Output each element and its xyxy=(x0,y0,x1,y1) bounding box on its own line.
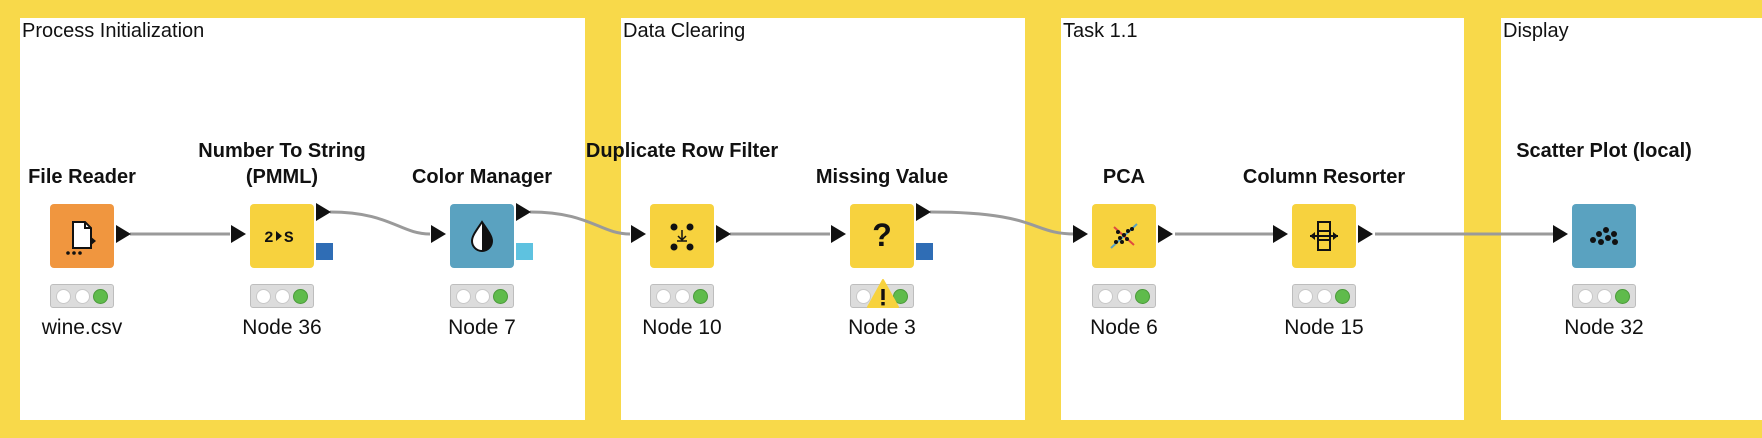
status-light-yellow xyxy=(474,288,490,304)
status-light-red xyxy=(1098,288,1114,304)
output-port[interactable] xyxy=(516,203,531,221)
output-port[interactable] xyxy=(916,203,931,221)
node-label[interactable]: Node 10 xyxy=(642,316,722,339)
output-port[interactable] xyxy=(1358,225,1373,243)
traffic-light-status xyxy=(450,284,514,308)
status-light-green xyxy=(692,288,708,304)
input-port[interactable] xyxy=(231,225,246,243)
input-port[interactable] xyxy=(1073,225,1088,243)
node-label[interactable]: Node 6 xyxy=(1090,316,1158,339)
node-name: Number To String (PMML) xyxy=(198,140,366,188)
connection-missing-value-to-pca[interactable] xyxy=(929,210,1076,236)
output-port[interactable] xyxy=(116,225,131,243)
node-label[interactable]: Node 15 xyxy=(1284,316,1364,339)
status-light-red xyxy=(856,288,872,304)
input-port[interactable] xyxy=(831,225,846,243)
status-light-red xyxy=(456,288,472,304)
annotation-title: Task 1.1 xyxy=(1063,20,1138,42)
output-port[interactable] xyxy=(316,203,331,221)
connection-color-manager-to-duplicate-row-filter[interactable] xyxy=(529,210,631,236)
annotation-title: Display xyxy=(1503,20,1569,42)
status-light-yellow xyxy=(1316,288,1332,304)
node-label[interactable]: Node 36 xyxy=(242,316,322,339)
duplicate-row-filter-icon[interactable] xyxy=(650,204,714,268)
status-light-yellow xyxy=(1116,288,1132,304)
traffic-light-status xyxy=(650,284,714,308)
status-light-red xyxy=(56,288,72,304)
traffic-light-status xyxy=(50,284,114,308)
status-light-green xyxy=(92,288,108,304)
pca-icon[interactable] xyxy=(1092,204,1156,268)
status-light-yellow xyxy=(74,288,90,304)
node-name: PCA xyxy=(1102,166,1146,188)
input-port[interactable] xyxy=(431,225,446,243)
annotation-title: Process Initialization xyxy=(22,20,205,42)
node-label[interactable]: Node 3 xyxy=(848,316,916,339)
status-light-green xyxy=(1134,288,1150,304)
status-light-red xyxy=(1298,288,1314,304)
status-light-yellow xyxy=(674,288,690,304)
node-label[interactable]: Node 7 xyxy=(448,316,516,339)
node-name: Duplicate Row Filter xyxy=(585,140,779,162)
node-name: File Reader xyxy=(28,166,136,188)
svg-text:2: 2 xyxy=(264,229,274,247)
status-light-green xyxy=(1614,288,1630,304)
svg-text:S: S xyxy=(284,229,294,247)
connection-number-to-string-to-color-manager[interactable] xyxy=(329,210,431,236)
status-light-green xyxy=(492,288,508,304)
status-light-red xyxy=(256,288,272,304)
output-port[interactable] xyxy=(1158,225,1173,243)
traffic-light-status xyxy=(1292,284,1356,308)
output-port[interactable] xyxy=(716,225,731,243)
node-name: Column Resorter xyxy=(1242,166,1406,188)
file-reader-icon[interactable] xyxy=(50,204,114,268)
node-name: Color Manager xyxy=(411,166,553,188)
warning-icon[interactable] xyxy=(866,278,900,310)
color-model-port[interactable] xyxy=(516,243,533,260)
node-label[interactable]: wine.csv xyxy=(41,316,123,339)
status-light-green xyxy=(892,288,908,304)
input-port[interactable] xyxy=(631,225,646,243)
column-resorter-icon[interactable] xyxy=(1292,204,1356,268)
input-port[interactable] xyxy=(1273,225,1288,243)
node-name: Missing Value xyxy=(815,166,949,188)
annotation-title: Data Clearing xyxy=(623,20,746,42)
pmml-port[interactable] xyxy=(316,243,333,260)
traffic-light-status xyxy=(1572,284,1636,308)
status-light-yellow xyxy=(274,288,290,304)
missing-value-icon[interactable]: ? xyxy=(850,204,914,268)
color-manager-icon[interactable] xyxy=(450,204,514,268)
traffic-light-status xyxy=(1092,284,1156,308)
status-light-green xyxy=(292,288,308,304)
status-light-red xyxy=(656,288,672,304)
traffic-light-status xyxy=(250,284,314,308)
node-name: Scatter Plot (local) xyxy=(1516,140,1692,162)
number-to-string-icon[interactable]: 2 S xyxy=(250,204,314,268)
input-port[interactable] xyxy=(1553,225,1568,243)
scatter-plot-icon[interactable] xyxy=(1572,204,1636,268)
svg-text:?: ? xyxy=(872,218,892,253)
pmml-port[interactable] xyxy=(916,243,933,260)
node-label[interactable]: Node 32 xyxy=(1564,316,1644,339)
status-light-red xyxy=(1578,288,1594,304)
status-light-green xyxy=(1334,288,1350,304)
status-light-yellow xyxy=(1596,288,1612,304)
